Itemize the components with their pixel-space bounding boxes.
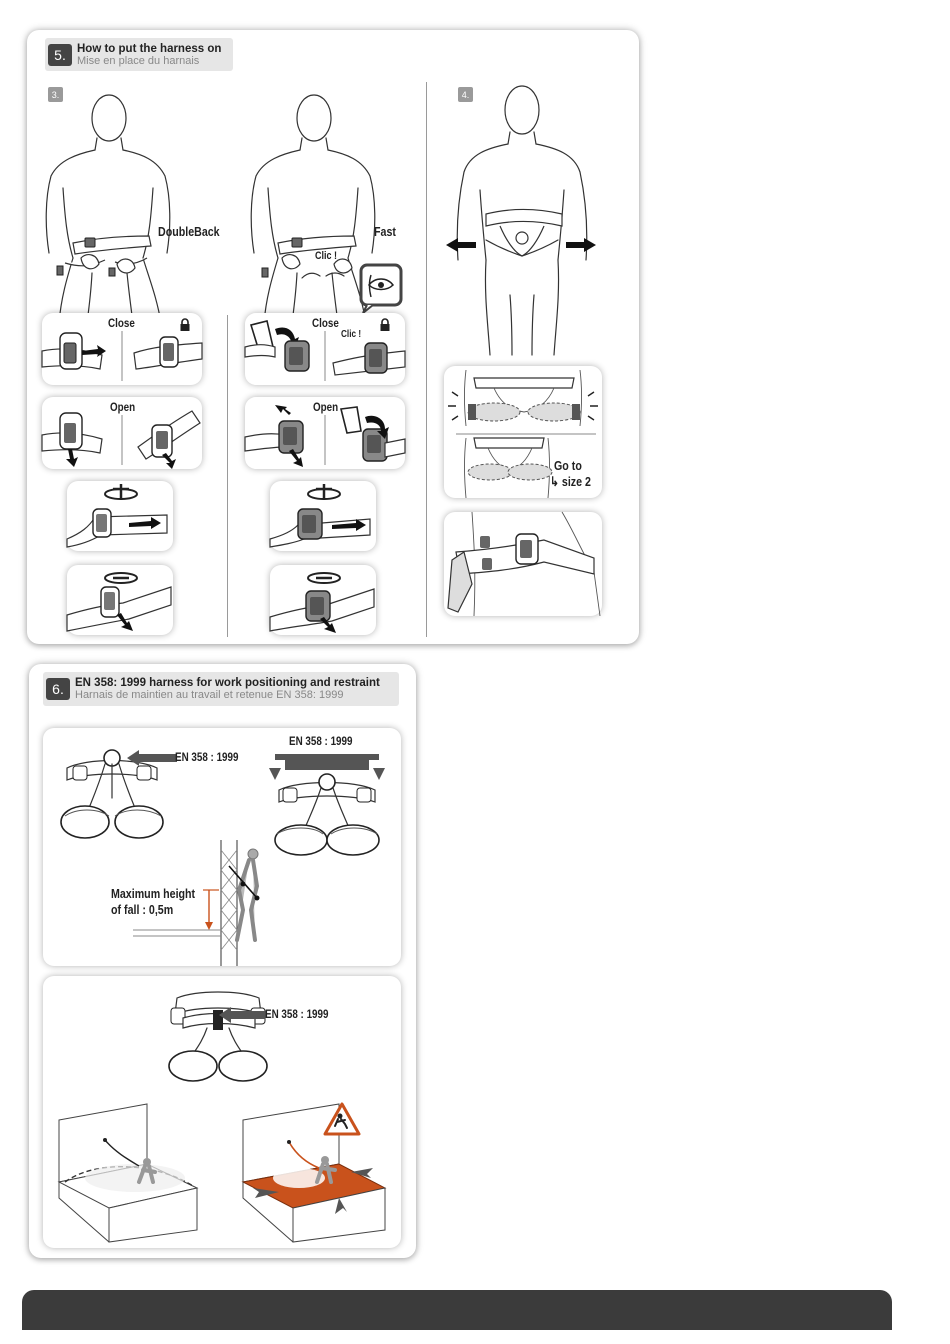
restraint-card: EN 358 : 1999 <box>43 976 401 1248</box>
goto-label: Go to <box>554 458 582 473</box>
harness-restraint-illustration <box>168 991 268 1082</box>
lock-icon <box>380 318 390 331</box>
section-subtitle: Mise en place du harnais <box>77 54 200 67</box>
max-height-label-line1: Maximum height <box>111 886 196 901</box>
fast-buckle-close-illustration <box>244 320 406 381</box>
fast-buckle-pull-illustration <box>269 588 375 633</box>
eye-icon <box>359 263 403 314</box>
fast-pull-card <box>269 565 376 635</box>
buckle-thread-illustration <box>66 508 168 548</box>
person-figure-doubleback <box>45 94 171 324</box>
harness-rear-illustration <box>269 754 385 856</box>
person-figure-fast <box>250 94 376 324</box>
section-number: 6. <box>46 678 70 700</box>
harness-size-illustration <box>448 369 598 499</box>
fast-thread-card <box>269 481 376 551</box>
section-number: 5. <box>48 43 72 66</box>
section-6-panel: 6. EN 358: 1999 harness for work positio… <box>29 664 416 1258</box>
open-label: Open <box>110 400 136 414</box>
harness-front-illustration <box>60 749 164 839</box>
rotate-icon <box>307 572 341 584</box>
fast-close-card: Close Clic ! <box>244 313 406 385</box>
max-height-label-line2: of fall : 0,5m <box>111 902 174 917</box>
work-positioning-card: EN 358 : 1999 EN 358 : 1999 Maximum heig… <box>43 728 401 966</box>
person-figure-adjust <box>446 85 596 356</box>
close-label: Close <box>108 316 135 330</box>
clic-label: Clic ! <box>341 329 362 340</box>
open-label: Open <box>313 400 339 414</box>
fast-open-card: Open <box>244 397 406 469</box>
doubleback-thread-card <box>66 481 173 551</box>
doubleback-label: DoubleBack <box>158 224 220 239</box>
en-358-label: EN 358 : 1999 <box>265 1007 329 1021</box>
rotate-icon <box>104 572 138 584</box>
step-4-badge: 4. <box>458 87 473 102</box>
fast-label: Fast <box>374 224 396 239</box>
lock-icon <box>180 318 190 331</box>
restraint-danger-zone-illustration <box>241 1103 387 1243</box>
doubleback-pull-card <box>66 565 173 635</box>
strap-tuck-illustration <box>447 511 601 617</box>
size-adjust-card: Go to ↳ size 2 <box>444 366 602 499</box>
en-358-label: EN 358 : 1999 <box>175 750 239 764</box>
section-6-header: 6. EN 358: 1999 harness for work positio… <box>43 672 399 706</box>
step-3-badge: 3. <box>48 87 63 102</box>
rotate-icon <box>104 484 138 500</box>
divider <box>426 82 427 637</box>
size-label: ↳ size 2 <box>550 474 591 489</box>
close-label: Close <box>312 316 339 330</box>
clic-label: Clic ! <box>315 250 338 262</box>
doubleback-close-card: Close <box>41 313 203 385</box>
fast-buckle-open-illustration <box>244 405 406 467</box>
section-5-panel: 5. How to put the harness on Mise en pla… <box>27 30 639 644</box>
doubleback-open-card: Open <box>41 397 202 469</box>
section-subtitle: Harnais de maintien au travail et retenu… <box>75 689 344 701</box>
restraint-safe-zone-illustration <box>57 1103 199 1243</box>
warning-fall-icon <box>323 1102 361 1136</box>
arrow-icon <box>127 750 177 766</box>
footer-bar <box>22 1290 892 1330</box>
pole-climber-illustration <box>133 840 260 966</box>
fast-buckle-thread-illustration <box>269 508 371 548</box>
section-5-header: 5. How to put the harness on Mise en pla… <box>45 38 233 71</box>
rotate-icon <box>307 484 341 500</box>
buckle-pull-illustration <box>66 586 172 632</box>
en-358-label: EN 358 : 1999 <box>289 734 353 748</box>
buckle-open-illustration <box>41 410 201 469</box>
buckle-close-illustration <box>41 331 203 381</box>
divider <box>227 315 228 637</box>
arrow-icon <box>219 1007 265 1023</box>
section-title: EN 358: 1999 harness for work positionin… <box>75 677 380 689</box>
strap-tuck-card <box>444 511 602 617</box>
section-title: How to put the harness on <box>77 42 222 55</box>
